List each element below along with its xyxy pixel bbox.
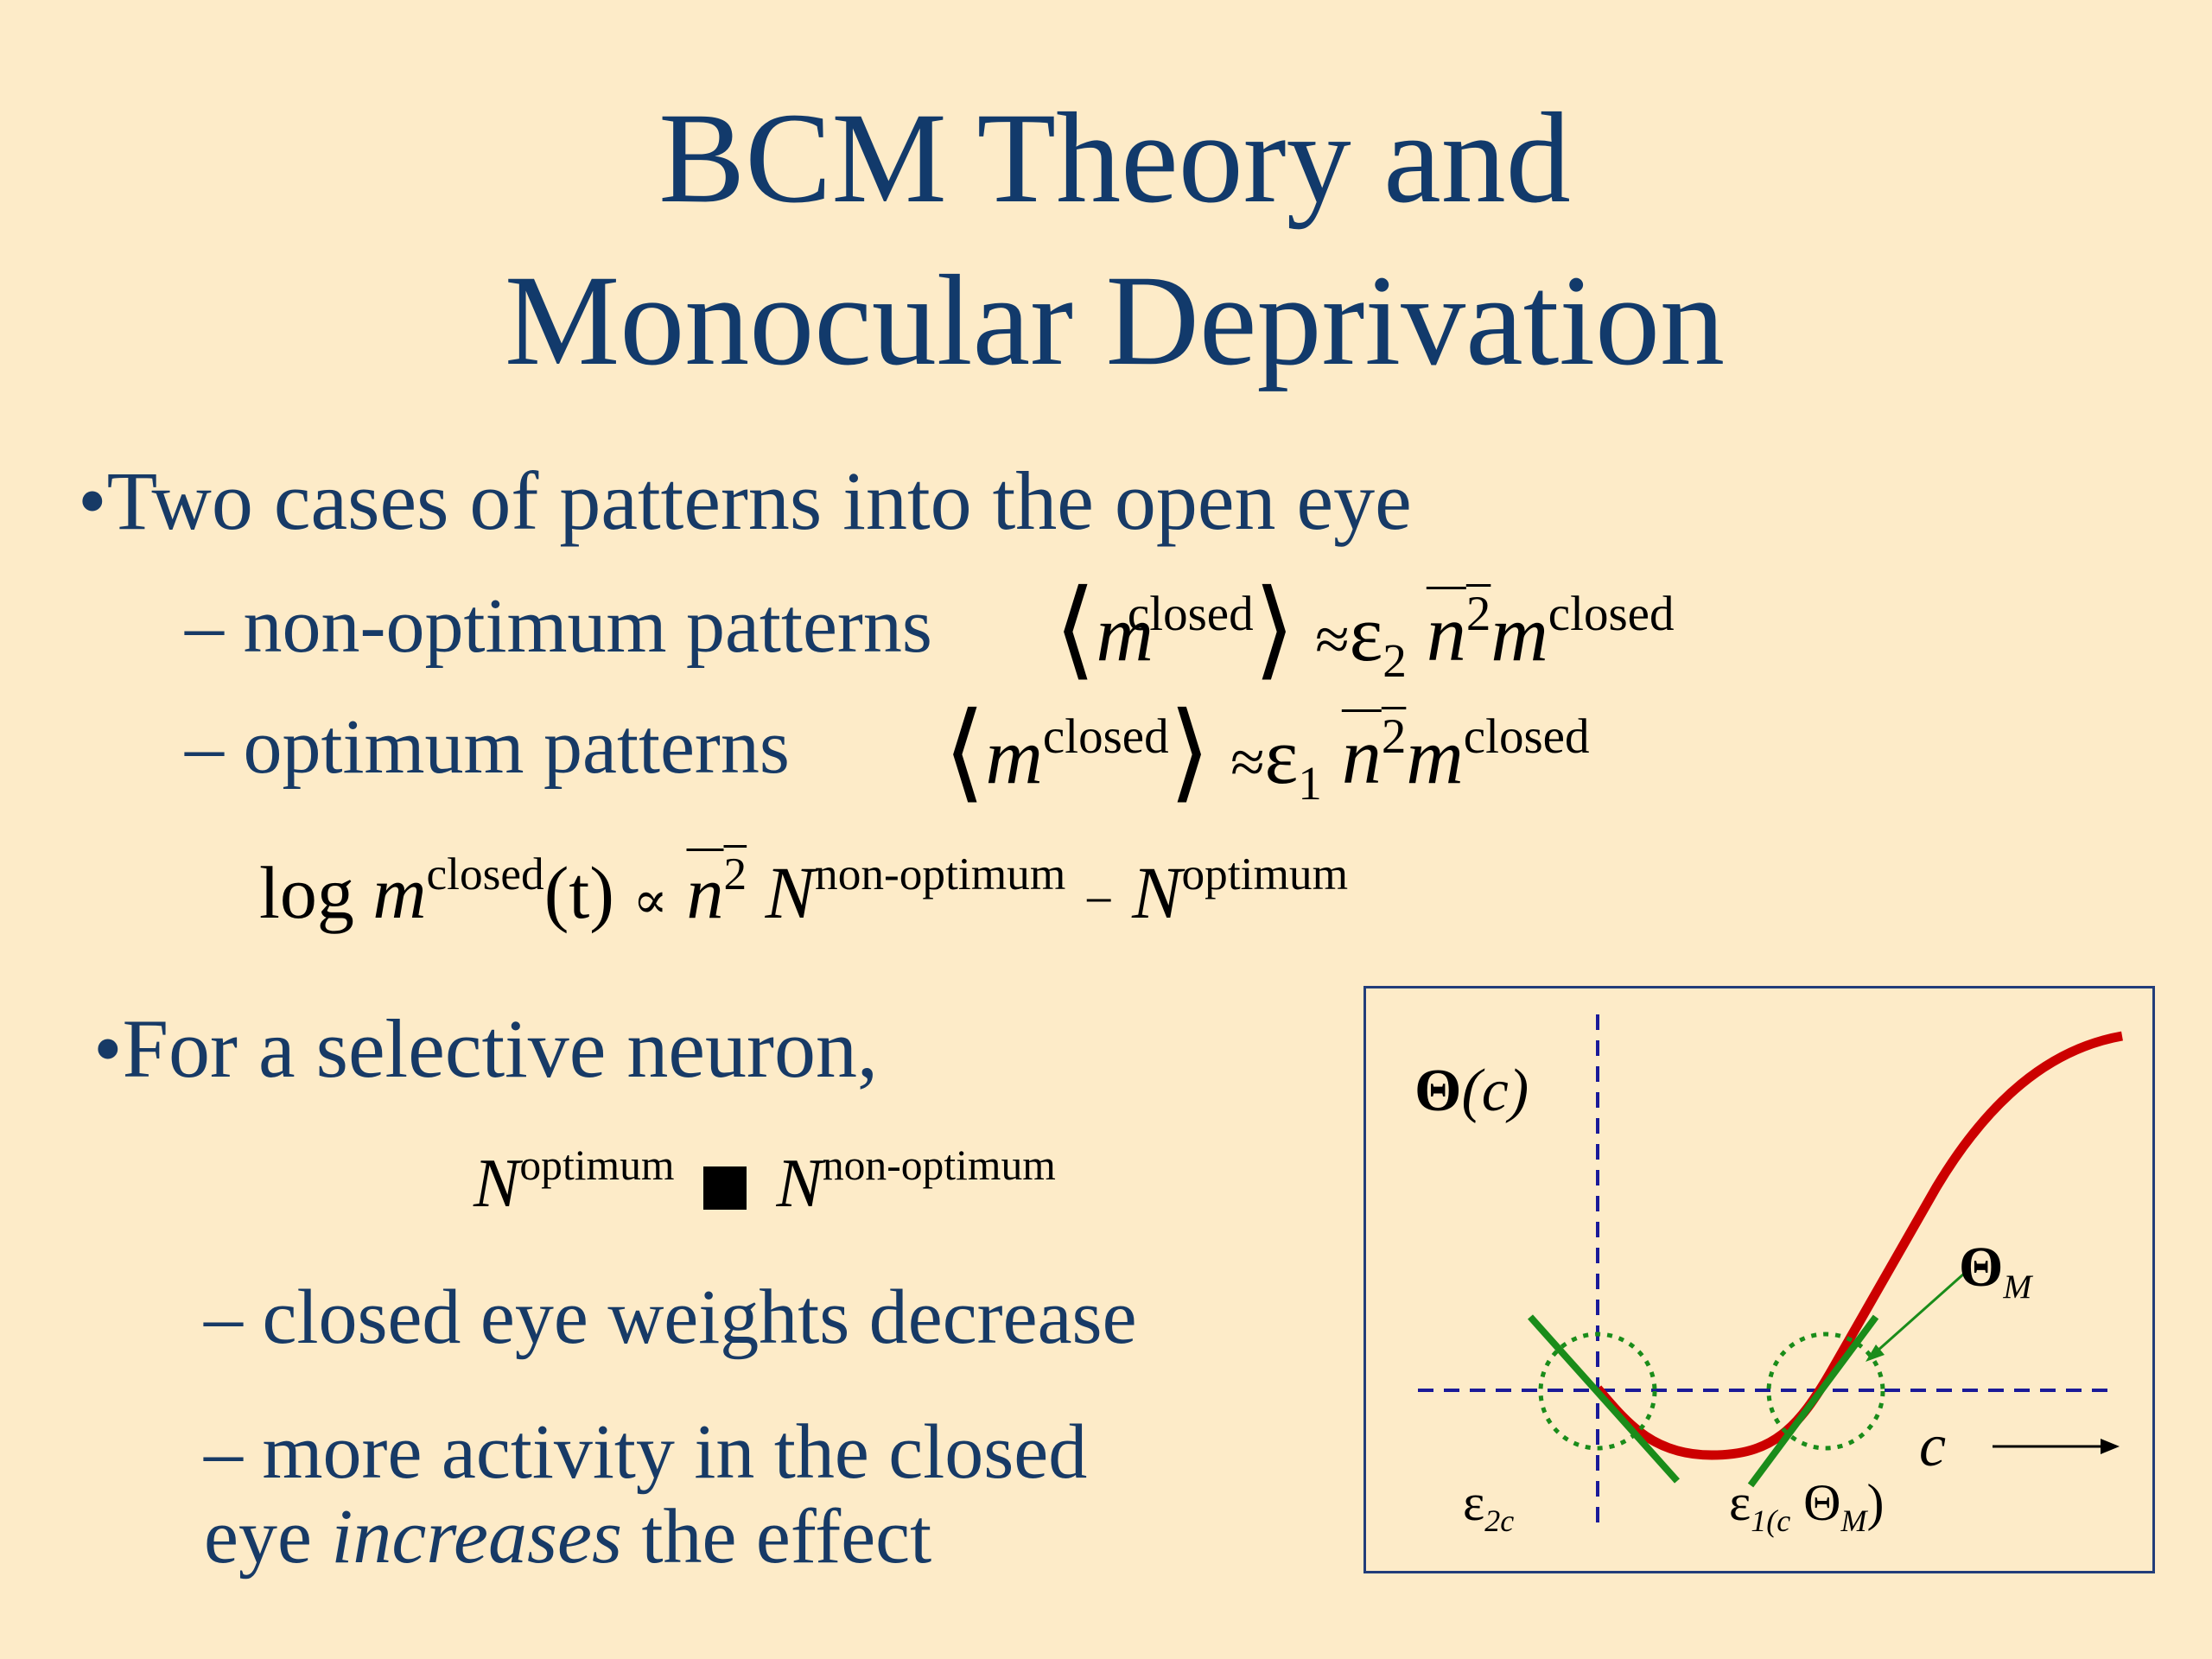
right-slope-label: ε1(c ΘM) xyxy=(1729,1474,1885,1538)
bullet-selective-neuron: •For a selective neuron, xyxy=(93,1002,878,1095)
sub-optimum: – optimum patterns xyxy=(185,704,790,790)
left-tangent xyxy=(1528,1314,1680,1484)
equation-inequality: Noptimum Nnon-optimum xyxy=(474,1141,1056,1222)
theta-m-label: ΘM xyxy=(1959,1236,2032,1306)
equation-optimum: ⟨mclosed⟩ ≈ε1 n2mclosed xyxy=(944,692,1590,812)
sub-more-activity-line1: – more activity in the closed xyxy=(204,1409,1088,1495)
circle-origin xyxy=(1538,1332,1657,1451)
bullet-two-cases: •Two cases of patterns into the open eye xyxy=(78,454,1412,547)
circle-theta xyxy=(1766,1332,1885,1451)
title-line-1: BCM Theory and xyxy=(658,86,1571,230)
sub-closed-weights-decrease: – closed eye weights decrease xyxy=(204,1274,1137,1360)
c-axis-label: c xyxy=(1919,1413,1947,1479)
left-slope-label: ε2c xyxy=(1463,1474,1515,1538)
sub-more-activity-line2: eye increases the effect xyxy=(204,1494,932,1580)
phi-curve-svg xyxy=(1418,1014,2123,1533)
emphasis-increases: increases xyxy=(331,1494,622,1580)
theta-pointer-line xyxy=(1868,1272,1965,1360)
phi-label: Θ(c) xyxy=(1414,1058,1529,1124)
phi-curve xyxy=(1593,1031,2123,1460)
equation-non-optimum: ⟨mclosed⟩ ≈ε2 n2mclosed xyxy=(1054,569,1675,690)
theta-pointer-arrowhead xyxy=(1866,1344,1885,1362)
c-arrow-head xyxy=(2101,1439,2120,1454)
phi-curve-chart: Θ(c) ΘM c ε2c ε1(c ΘM) xyxy=(1363,986,2155,1573)
sub-non-optimum: – non-optimum patterns xyxy=(185,583,932,669)
right-tangent xyxy=(1747,1314,1879,1488)
title-line-2: Monocular Deprivation xyxy=(504,249,1726,392)
equation-log: log mclosed(t) ∝ n2 Nnon-optimum − Nopti… xyxy=(259,847,1349,934)
